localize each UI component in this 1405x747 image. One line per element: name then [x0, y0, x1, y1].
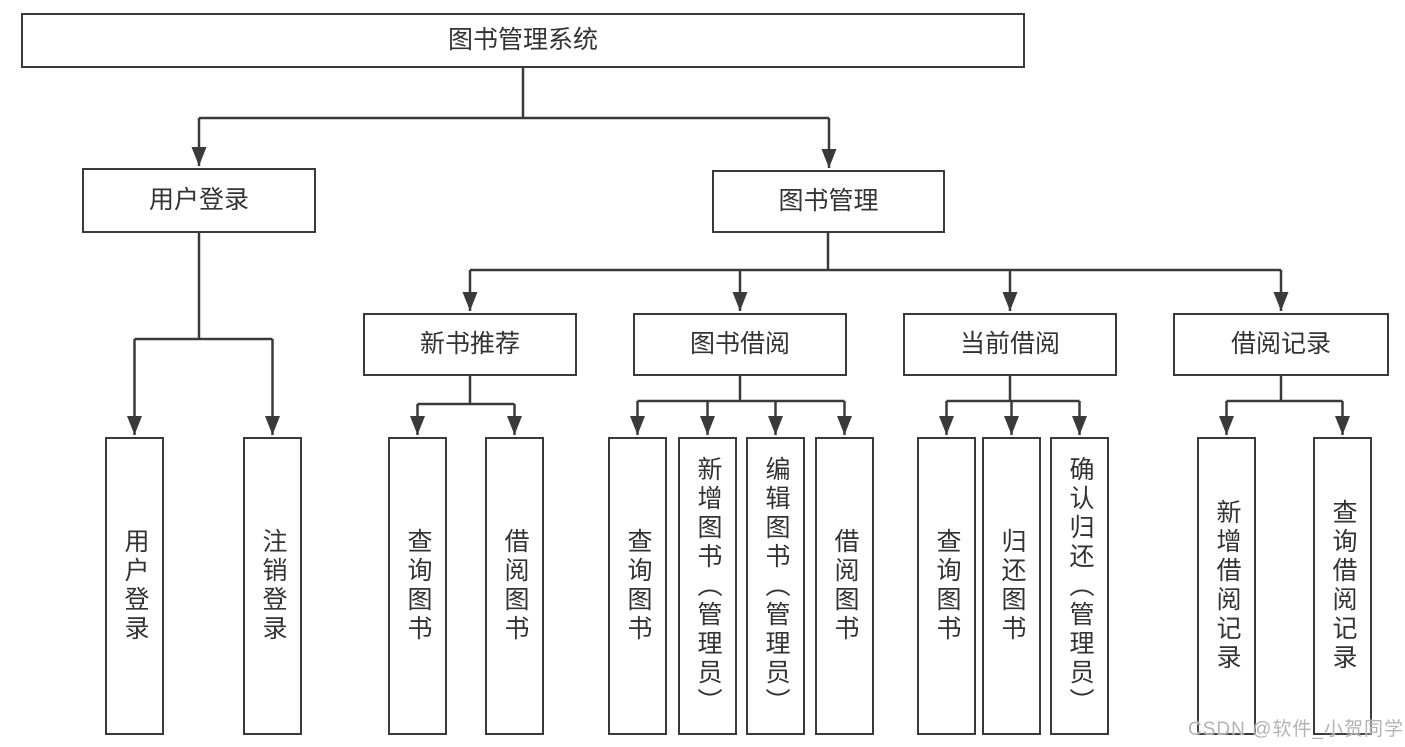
node-label: 用户登录 [148, 186, 249, 214]
node-label: 确认归还（管理员） [1066, 455, 1094, 717]
leaf-query-books: 查询图书 [917, 437, 976, 735]
leaf-logout: 注销登录 [243, 437, 302, 735]
node-label: 图书管理 [778, 187, 879, 215]
leaf-return-books: 归还图书 [982, 437, 1041, 735]
node-label: 查询借阅记录 [1329, 499, 1357, 673]
node-label: 图书借阅 [689, 330, 790, 358]
leaf-add-borrow-record: 新增借阅记录 [1197, 437, 1256, 735]
node-label: 查询图书 [404, 528, 432, 644]
leaf-query-books: 查询图书 [388, 437, 447, 735]
tree-arrows [127, 118, 1350, 435]
leaf-borrow-books: 借阅图书 [485, 437, 544, 735]
node-library-management-system: 图书管理系统 [21, 13, 1025, 68]
leaf-edit-books-admin: 编辑图书（管理员） [746, 437, 805, 735]
node-label: 查询图书 [624, 528, 652, 644]
node-book-borrowing: 图书借阅 [633, 313, 847, 376]
node-label: 当前借阅 [959, 330, 1060, 358]
node-current-borrowing: 当前借阅 [903, 313, 1117, 376]
node-label: 借阅图书 [831, 528, 859, 644]
node-label: 借阅记录 [1230, 330, 1331, 358]
node-label: 借阅图书 [501, 528, 529, 644]
node-label: 查询图书 [933, 528, 961, 644]
node-label: 新增图书（管理员） [694, 455, 722, 717]
node-user-login: 用户登录 [82, 168, 316, 233]
leaf-borrow-books: 借阅图书 [815, 437, 874, 735]
node-label: 编辑图书（管理员） [762, 455, 790, 717]
node-label: 新增借阅记录 [1213, 499, 1241, 673]
leaf-user-login: 用户登录 [105, 437, 164, 735]
leaf-query-books: 查询图书 [608, 437, 667, 735]
leaf-confirm-return-admin: 确认归还（管理员） [1050, 437, 1109, 735]
node-label: 归还图书 [998, 528, 1026, 644]
node-new-book-recommend: 新书推荐 [363, 313, 577, 376]
leaf-query-borrow-record: 查询借阅记录 [1313, 437, 1372, 735]
node-label: 新书推荐 [419, 330, 520, 358]
node-book-management: 图书管理 [712, 170, 945, 233]
leaf-add-books-admin: 新增图书（管理员） [678, 437, 737, 735]
node-borrowing-records: 借阅记录 [1173, 313, 1389, 376]
node-label: 用户登录 [121, 528, 149, 644]
node-label: 注销登录 [259, 528, 287, 644]
node-label: 图书管理系统 [447, 26, 598, 54]
tree-rails [134, 67, 1343, 406]
